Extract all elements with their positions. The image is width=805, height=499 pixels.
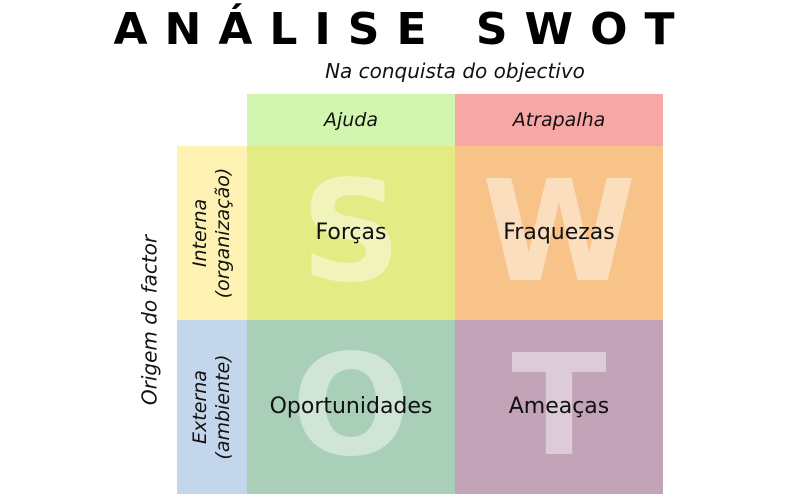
diagram-title: ANÁLISE SWOT [113,4,692,55]
row-header-internal-line1: Interna [189,198,211,268]
row-header-external-line2: (ambiente) [212,354,234,460]
quadrant-weaknesses: W Fraquezas [455,146,663,320]
quadrant-letter-o: O [291,325,411,488]
quadrant-strengths: S Forças [247,146,455,320]
row-header-internal-text: Interna (organização) [189,168,235,299]
quadrant-threats: T Ameaças [455,320,663,494]
column-header-help: Ajuda [247,94,455,146]
quadrant-letter-t: T [511,325,607,488]
row-axis-label-text: Origem do factor [137,234,162,406]
row-header-external-text: Externa (ambiente) [189,354,235,459]
row-axis-label: Origem do factor [120,146,180,494]
diagram-subtitle: Na conquista do objectivo [325,59,585,83]
quadrant-opportunities: O Oportunidades [247,320,455,494]
quadrant-label-opportunities: Oportunidades [269,394,433,419]
row-header-internal-line2: (organização) [212,167,234,299]
quadrant-label-strengths: Forças [315,220,387,245]
column-header-hinder: Atrapalha [455,94,663,146]
row-header-external-line1: Externa [189,370,211,444]
quadrant-letter-w: W [481,151,637,314]
quadrant-label-threats: Ameaças [508,394,610,419]
row-header-external: Externa (ambiente) [177,320,247,494]
row-header-internal: Interna (organização) [177,146,247,320]
quadrant-label-weaknesses: Fraquezas [503,220,615,245]
quadrant-letter-s: S [300,151,402,314]
